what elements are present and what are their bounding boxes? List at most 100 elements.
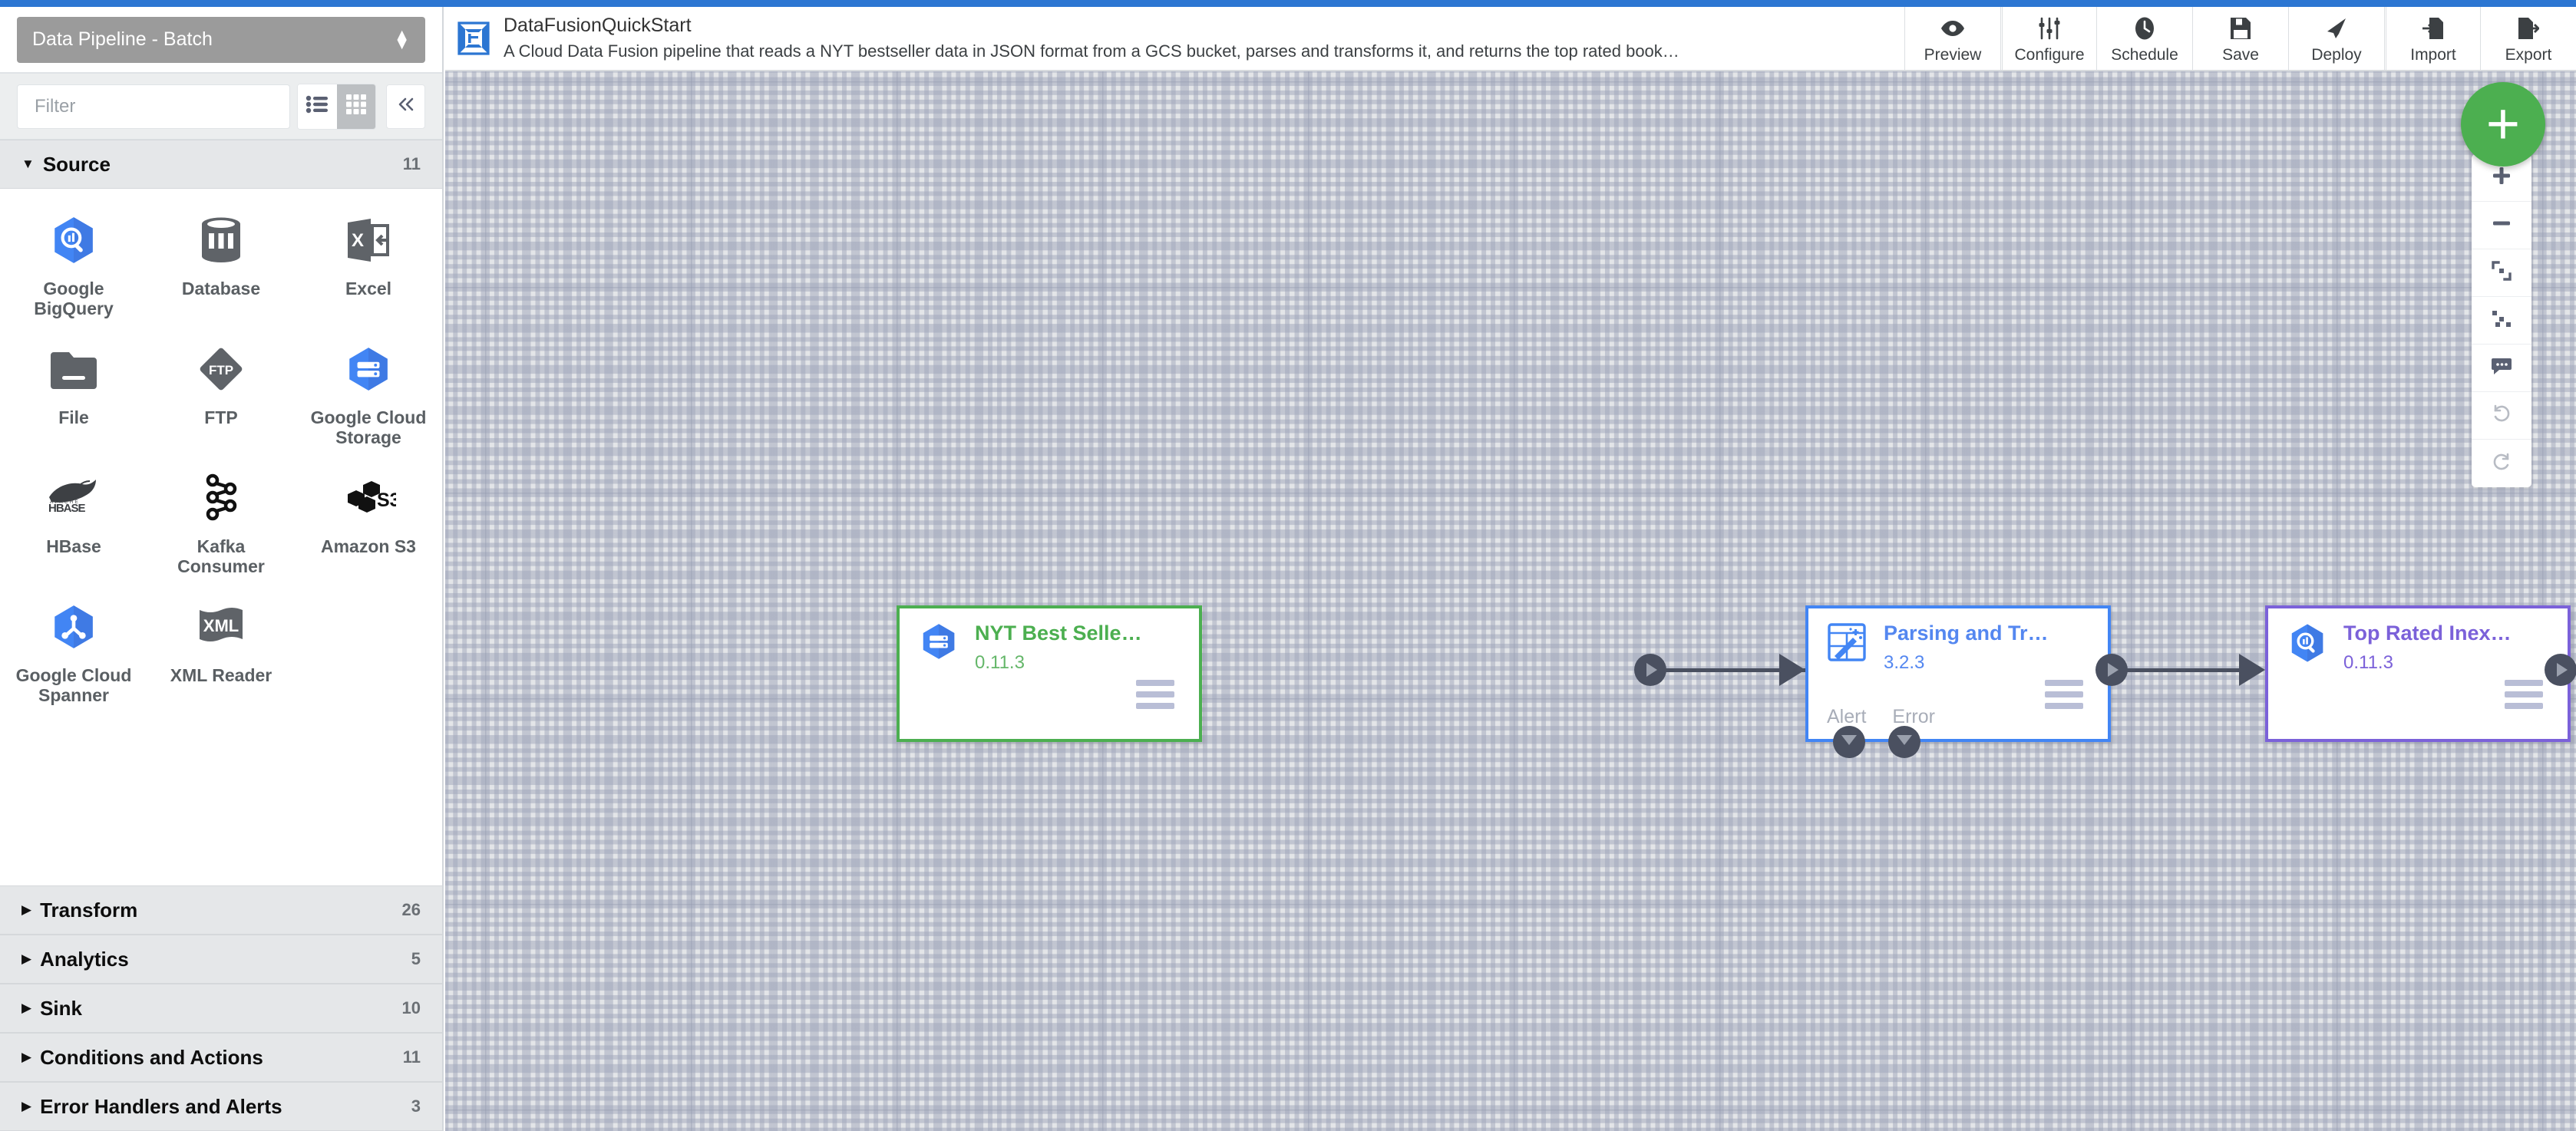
node-output-endpoint[interactable] bbox=[2095, 654, 2128, 686]
sidebar-section-sink[interactable]: ▶ Sink 10 bbox=[0, 984, 442, 1033]
pipeline-node-sink[interactable]: Top Rated Inex… 0.11.3 bbox=[2265, 605, 2571, 742]
plugin-label: Database bbox=[181, 279, 261, 298]
sidebar-section-transform[interactable]: ▶ Transform 26 bbox=[0, 885, 442, 935]
caret-right-icon: ▶ bbox=[21, 1001, 32, 1015]
node-version: 3.2.3 bbox=[1884, 651, 1925, 673]
hbase-icon: HBASE APACHE bbox=[45, 470, 102, 526]
cdap-logo-icon bbox=[456, 21, 491, 56]
plugin-google-cloud-spanner[interactable]: Google Cloud Spanner bbox=[0, 591, 147, 717]
node-output-endpoint[interactable] bbox=[1634, 654, 1666, 686]
align-nodes-button[interactable] bbox=[2472, 297, 2531, 345]
section-count: 26 bbox=[401, 900, 421, 919]
section-count: 10 bbox=[401, 998, 421, 1017]
plugin-filter-input[interactable] bbox=[17, 84, 290, 129]
plugin-label: XML Reader bbox=[170, 664, 272, 685]
clock-icon bbox=[2134, 15, 2155, 41]
section-title: Sink bbox=[40, 996, 82, 1020]
plugin-hbase[interactable]: HBASE APACHE HBase bbox=[0, 462, 147, 588]
preview-button[interactable]: Preview bbox=[1904, 7, 2000, 70]
node-menu-icon[interactable] bbox=[2505, 680, 2543, 714]
plugin-label: Google Cloud Spanner bbox=[15, 664, 132, 706]
sidebar-section-error-handlers-and-alerts[interactable]: ▶ Error Handlers and Alerts 3 bbox=[0, 1082, 442, 1131]
connection-line bbox=[1662, 668, 1808, 672]
plugin-google-bigquery[interactable]: Google BigQuery bbox=[0, 204, 147, 330]
section-count: 5 bbox=[411, 949, 421, 968]
pipeline-type-select[interactable]: Data Pipeline - Batch ▲▼ bbox=[17, 16, 425, 63]
error-port-label[interactable]: Error bbox=[1892, 706, 1935, 727]
section-title: Transform bbox=[40, 898, 138, 922]
svg-text:APACHE: APACHE bbox=[50, 500, 80, 505]
add-plugin-fab[interactable]: + bbox=[2461, 82, 2545, 167]
google-cloud-spanner-icon bbox=[45, 598, 102, 655]
plus-icon bbox=[2492, 166, 2512, 190]
import-button[interactable]: Import bbox=[2384, 7, 2480, 70]
fit-to-screen-button[interactable] bbox=[2472, 249, 2531, 297]
collapse-sidebar-button[interactable] bbox=[386, 84, 425, 129]
plugin-database[interactable]: Database bbox=[147, 204, 295, 330]
plugin-label: Google Cloud Storage bbox=[310, 407, 427, 448]
pipeline-node-source[interactable]: NYT Best Selle… 0.11.3 bbox=[897, 605, 1202, 742]
undo-button[interactable] bbox=[2472, 392, 2531, 440]
alert-port-label[interactable]: Alert bbox=[1827, 706, 1867, 727]
plugin-file[interactable]: File bbox=[0, 333, 147, 459]
node-menu-icon[interactable] bbox=[1136, 680, 1174, 714]
spinner-arrows-icon: ▲▼ bbox=[394, 25, 410, 53]
node-version: 0.11.3 bbox=[975, 651, 1025, 673]
plugin-google-cloud-storage[interactable]: Google Cloud Storage bbox=[295, 333, 442, 459]
header-left: DataFusionQuickStart A Cloud Data Fusion… bbox=[445, 7, 1904, 70]
wrangler-icon bbox=[1827, 622, 1868, 664]
node-title: Parsing and Tr… bbox=[1884, 622, 2049, 645]
redo-button[interactable] bbox=[2472, 440, 2531, 487]
google-bigquery-icon bbox=[45, 212, 102, 269]
section-title: Conditions and Actions bbox=[40, 1045, 263, 1069]
sidebar-section-source[interactable]: ▼ Source 11 bbox=[0, 140, 442, 189]
plugin-filter-row bbox=[0, 74, 442, 140]
pipeline-node-transform[interactable]: Parsing and Tr… 3.2.3 Alert Error bbox=[1805, 605, 2111, 742]
alert-port-endpoint[interactable] bbox=[1833, 726, 1865, 758]
database-icon bbox=[193, 212, 249, 269]
connection-arrow-icon bbox=[1779, 654, 1805, 686]
comments-button[interactable] bbox=[2472, 345, 2531, 392]
pipeline-type-bar: Data Pipeline - Batch ▲▼ bbox=[0, 7, 442, 74]
zoom-out-button[interactable] bbox=[2472, 202, 2531, 249]
node-title: Top Rated Inex… bbox=[2343, 622, 2512, 645]
sidebar-section-analytics[interactable]: ▶ Analytics 5 bbox=[0, 935, 442, 984]
toolbar-label: Configure bbox=[2014, 46, 2085, 64]
plugin-label: HBase bbox=[46, 536, 101, 556]
sidebar-section-conditions-and-actions[interactable]: ▶ Conditions and Actions 11 bbox=[0, 1033, 442, 1082]
plugin-label: Google BigQuery bbox=[34, 279, 114, 319]
pipeline-toolbar: Preview Configure bbox=[1904, 7, 2576, 70]
undo-icon bbox=[2492, 404, 2512, 427]
list-view-button[interactable] bbox=[298, 84, 337, 129]
save-button[interactable]: Save bbox=[2192, 7, 2288, 70]
node-menu-icon[interactable] bbox=[2045, 680, 2083, 714]
zoom-in-button[interactable] bbox=[2472, 154, 2531, 202]
node-head: Top Rated Inex… 0.11.3 bbox=[2268, 608, 2568, 674]
error-port-endpoint[interactable] bbox=[1888, 726, 1920, 758]
svg-text:XML: XML bbox=[203, 616, 239, 635]
view-mode-toggle bbox=[297, 83, 377, 130]
plugin-amazon-s3[interactable]: S3 Amazon S3 bbox=[295, 462, 442, 588]
excel-icon: X bbox=[340, 212, 397, 269]
pipeline-canvas[interactable]: NYT Best Selle… 0.11.3 bbox=[445, 71, 2576, 1131]
plugin-kafka-consumer[interactable]: Kafka Consumer bbox=[147, 462, 295, 588]
node-output-endpoint[interactable] bbox=[2545, 654, 2576, 686]
deploy-button[interactable]: Deploy bbox=[2288, 7, 2384, 70]
plugin-excel[interactable]: X Excel bbox=[295, 204, 442, 330]
list-view-icon bbox=[305, 95, 329, 117]
plugin-ftp[interactable]: FTP FTP bbox=[147, 333, 295, 459]
page-title[interactable]: DataFusionQuickStart bbox=[504, 14, 692, 36]
caret-right-icon: ▶ bbox=[21, 1099, 32, 1113]
configure-button[interactable]: Configure bbox=[2000, 7, 2096, 70]
plugin-label: Amazon S3 bbox=[321, 536, 416, 556]
plugin-label: FTP bbox=[204, 407, 238, 427]
paper-plane-icon bbox=[2325, 15, 2348, 41]
toolbar-label: Save bbox=[2222, 46, 2259, 64]
section-title: Source bbox=[42, 152, 111, 176]
export-button[interactable]: Export bbox=[2480, 7, 2576, 70]
grid-view-button[interactable] bbox=[336, 84, 376, 129]
plugin-xml-reader[interactable]: XML XML Reader bbox=[147, 591, 295, 717]
schedule-button[interactable]: Schedule bbox=[2096, 7, 2192, 70]
svg-text:X: X bbox=[352, 230, 364, 251]
